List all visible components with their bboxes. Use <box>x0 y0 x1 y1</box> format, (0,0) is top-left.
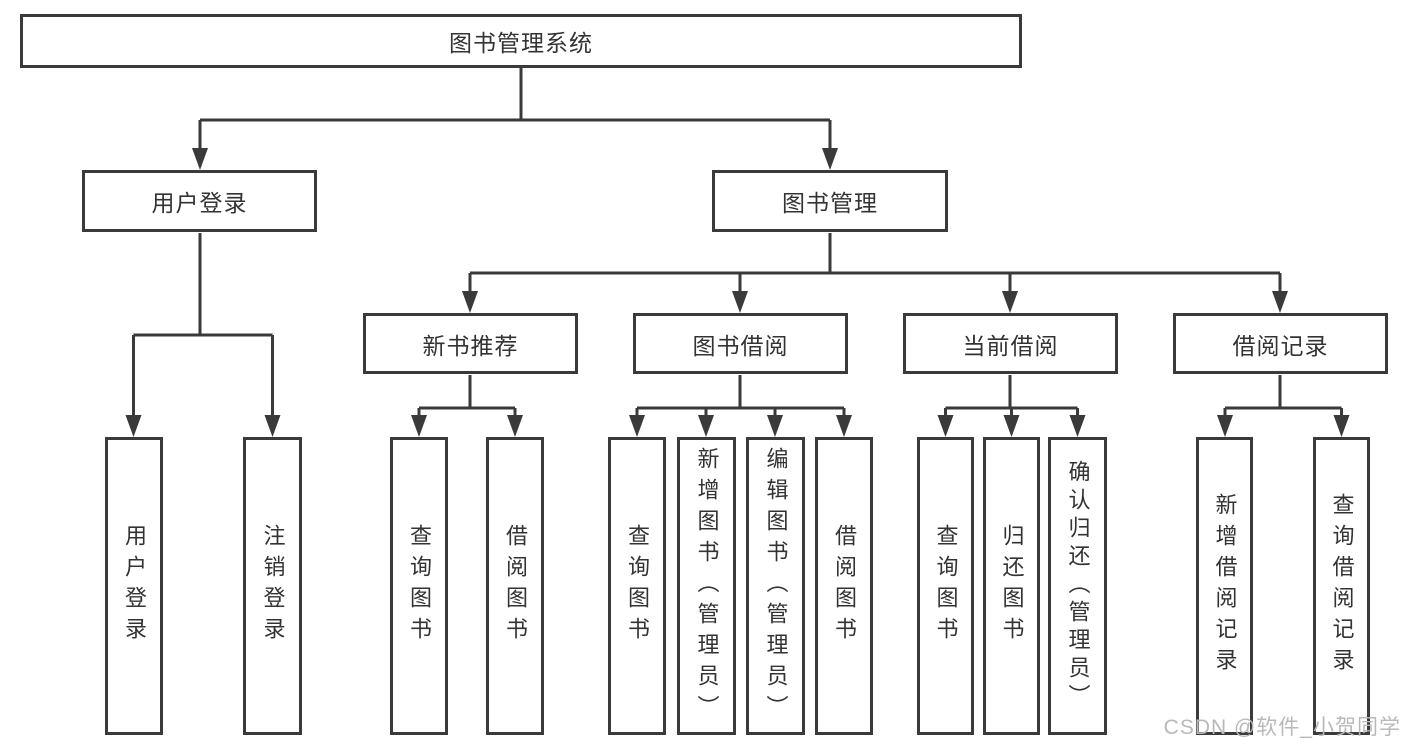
leaf-query-books-current: 查询图书 <box>917 437 974 735</box>
leaf-logout: 注销登录 <box>243 437 302 735</box>
node-borrowing-records: 借阅记录 <box>1173 313 1388 374</box>
leaf-edit-books-admin: 编辑图书（管理员） <box>746 437 805 735</box>
leaf-confirm-return-admin: 确认归还（管理员） <box>1048 437 1107 735</box>
node-label: 图书管理 <box>782 190 878 216</box>
node-new-book-recommendation: 新书推荐 <box>363 313 578 374</box>
leaf-label: 查询图书 <box>407 524 432 648</box>
node-label: 新书推荐 <box>422 332 519 359</box>
arrowhead-icons <box>125 148 1350 437</box>
leaf-return-books: 归还图书 <box>983 437 1040 735</box>
node-book-management: 图书管理 <box>712 170 948 232</box>
node-library-management-system: 图书管理系统 <box>20 14 1022 68</box>
leaf-label: 借阅图书 <box>832 524 857 648</box>
leaf-query-borrow-record: 查询借阅记录 <box>1313 437 1370 735</box>
leaf-label: 用户登录 <box>122 524 147 648</box>
leaf-label: 查询图书 <box>625 524 650 648</box>
node-user-login: 用户登录 <box>82 170 317 232</box>
leaf-label: 确认归还（管理员） <box>1065 460 1091 712</box>
leaf-query-books-recommend: 查询图书 <box>390 437 448 735</box>
node-label: 当前借阅 <box>962 332 1059 359</box>
leaf-label: 注销登录 <box>260 524 286 648</box>
node-label: 用户登录 <box>151 190 248 216</box>
leaf-borrow-books-recommend: 借阅图书 <box>486 437 544 735</box>
leaf-label: 归还图书 <box>999 524 1025 648</box>
leaf-label: 编辑图书（管理员） <box>763 446 789 726</box>
node-label: 借阅记录 <box>1232 332 1329 359</box>
node-book-borrowing: 图书借阅 <box>633 313 848 374</box>
leaf-query-books-borrowing: 查询图书 <box>608 437 666 735</box>
node-label: 图书管理系统 <box>449 30 593 56</box>
node-label: 图书借阅 <box>692 332 789 359</box>
leaf-add-books-admin: 新增图书（管理员） <box>677 437 736 735</box>
leaf-label: 新增图书（管理员） <box>694 446 720 726</box>
node-current-borrowing: 当前借阅 <box>903 313 1118 374</box>
leaf-label: 新增借阅记录 <box>1212 493 1238 679</box>
leaf-user-login: 用户登录 <box>105 437 163 735</box>
leaf-add-borrow-record: 新增借阅记录 <box>1196 437 1253 735</box>
leaf-borrow-books: 借阅图书 <box>815 437 873 735</box>
leaf-label: 查询借阅记录 <box>1329 493 1355 679</box>
watermark: CSDN @软件_小贺同学 <box>1163 716 1401 739</box>
leaf-label: 查询图书 <box>933 524 959 648</box>
leaf-label: 借阅图书 <box>503 524 528 648</box>
